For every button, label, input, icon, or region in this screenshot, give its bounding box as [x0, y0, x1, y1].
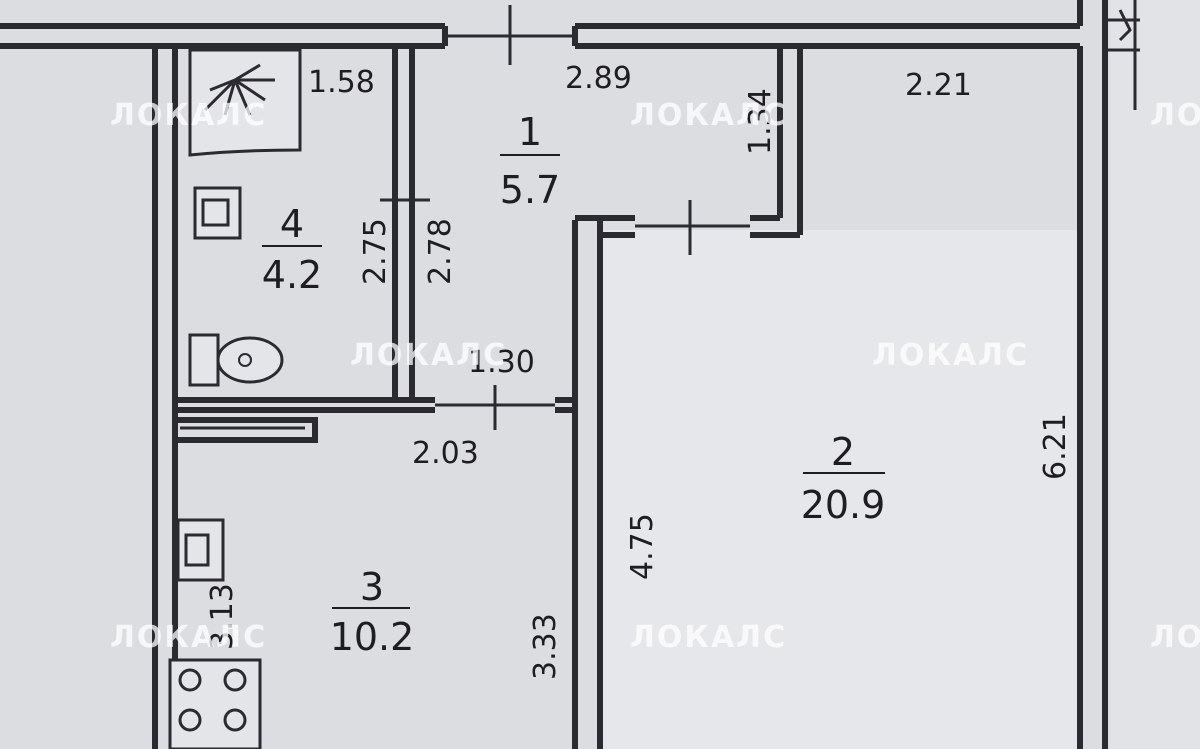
svg-text:20.9: 20.9	[801, 483, 886, 527]
svg-text:1: 1	[518, 110, 542, 154]
dim-hall-side: 1.34	[743, 88, 778, 155]
watermark: ЛОКАЛС	[630, 620, 787, 655]
svg-text:2: 2	[831, 430, 855, 474]
room-label-2: 2 20.9	[801, 430, 886, 527]
dim-hall-top: 2.89	[565, 61, 632, 96]
svg-text:4: 4	[280, 202, 304, 246]
bathroom-bottom-wall	[175, 397, 412, 413]
stove-icon	[168, 658, 262, 749]
svg-text:3: 3	[360, 565, 384, 609]
watermark: ЛОКАЛС	[1150, 620, 1200, 655]
shower-head-icon	[203, 63, 275, 116]
dim-kitchen-top: 2.03	[412, 436, 479, 471]
watermark: ЛОКАЛС	[110, 620, 267, 655]
right-outer-area	[1110, 0, 1200, 749]
top-wall	[0, 0, 1083, 49]
watermark: ЛОКАЛС	[110, 98, 267, 133]
room-label-1: 1 5.7	[500, 110, 560, 212]
bathroom-right-wall	[392, 46, 415, 400]
dim-hall-bottom: 1.30	[468, 345, 535, 380]
toilet-icon	[188, 333, 284, 387]
watermark: ЛОКАЛС	[1150, 98, 1200, 133]
svg-text:5.7: 5.7	[500, 168, 560, 212]
watermark: ЛОКАЛС	[630, 98, 787, 133]
watermark: ЛОКАЛС	[872, 338, 1029, 373]
hall-wall-top	[575, 215, 635, 238]
svg-text:4.2: 4.2	[262, 253, 322, 297]
dim-bath-height: 2.75	[358, 218, 393, 285]
dim-living-top: 2.21	[905, 68, 972, 103]
living-room-floor	[600, 230, 1080, 749]
dim-living-left: 4.75	[625, 513, 660, 580]
hall-right-wall	[572, 220, 603, 749]
utility-closet	[175, 417, 318, 443]
dim-living-right: 6.21	[1038, 413, 1073, 480]
watermark: ЛОКАЛС	[350, 338, 507, 373]
living-top-wall-segment	[750, 46, 803, 238]
dim-hall-height: 2.78	[423, 218, 458, 285]
svg-text:10.2: 10.2	[330, 615, 415, 659]
room-label-4: 4 4.2	[262, 202, 322, 297]
hall-bottom-wall	[412, 397, 575, 413]
dim-kitchen-left: 3.13	[205, 583, 240, 650]
dim-kitchen-right: 3.33	[528, 613, 563, 680]
right-wall	[1077, 0, 1108, 749]
dim-bath-shower: 1.58	[308, 65, 375, 100]
room-label-3: 3 10.2	[330, 565, 415, 659]
